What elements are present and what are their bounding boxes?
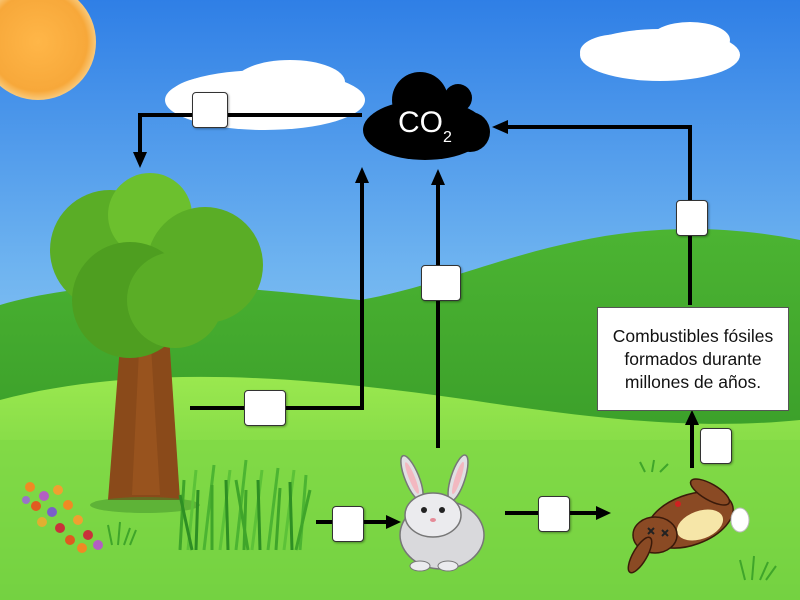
arrow-cloud-to-tree: [138, 113, 362, 160]
grass-icon: [178, 459, 312, 551]
arrow-fossil-to-cloud: [505, 125, 692, 305]
co2-cloud-icon: [363, 72, 490, 160]
answer-box-fossil-to-cloud[interactable]: [676, 200, 708, 236]
sun-icon: [0, 0, 96, 100]
dead-rabbit-icon: [627, 478, 750, 574]
answer-box-cloud-to-tree[interactable]: [192, 92, 228, 128]
grass-tuft-icon: [107, 459, 777, 581]
co2-label-subscript: 2: [443, 129, 452, 146]
fossil-fuels-text: Combustibles fósiles formados durante mi…: [612, 325, 774, 392]
fossil-fuels-box: Combustibles fósiles formados durante mi…: [597, 307, 789, 411]
answer-box-rabbit-to-cloud[interactable]: [421, 265, 461, 301]
fallen-leaves-icon: [22, 482, 103, 553]
answer-box-dead-rabbit-to-fossil[interactable]: [700, 428, 732, 464]
answer-box-rabbit-to-dead-rabbit[interactable]: [538, 496, 570, 532]
rabbit-icon: [399, 454, 485, 572]
arrow-heads: [133, 120, 699, 529]
answer-box-tree-to-cloud[interactable]: [244, 390, 286, 426]
co2-label-main: CO: [398, 106, 443, 139]
answer-box-grass-to-rabbit[interactable]: [332, 506, 364, 542]
tree-icon: [50, 173, 263, 513]
co2-label: CO2: [398, 106, 468, 150]
white-cloud-right-icon: [580, 22, 740, 81]
